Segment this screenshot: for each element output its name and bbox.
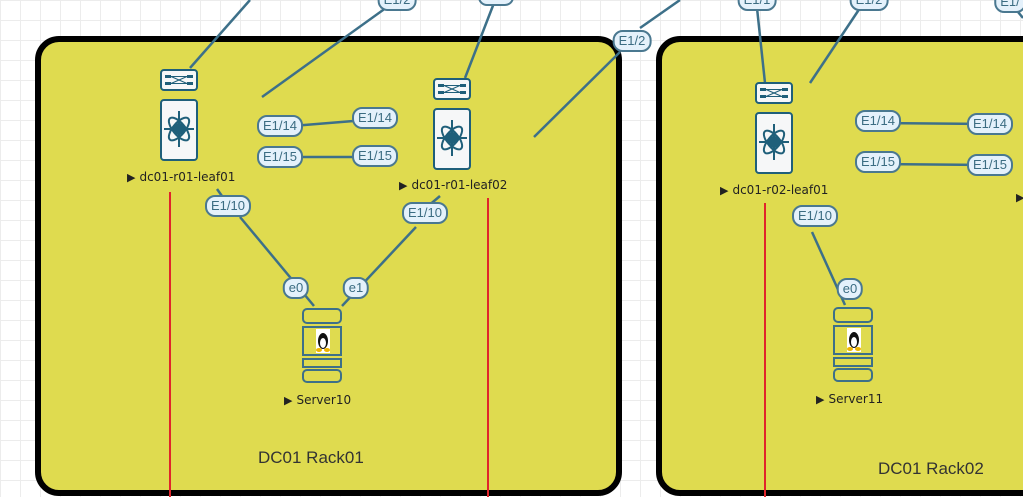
port-label[interactable]: E1/10 — [792, 205, 838, 227]
node-label-leaf03[interactable]: ▶dc01-r02-leaf01 — [720, 183, 829, 197]
nexus-switch-icon — [160, 99, 198, 161]
port-label[interactable]: e0 — [836, 278, 864, 300]
port-label[interactable]: e1 — [342, 277, 370, 299]
port-label[interactable]: E1/2 — [849, 0, 889, 11]
port-label[interactable]: E1/14 — [855, 110, 901, 132]
node-label-server10[interactable]: ▶Server10 — [284, 393, 352, 407]
port-label[interactable]: E1/14 — [967, 113, 1013, 135]
linux-tux-icon — [316, 329, 330, 353]
port-label[interactable]: E1/15 — [257, 146, 303, 168]
vlan-line — [169, 192, 171, 497]
expand-triangle-icon[interactable]: ▶ — [816, 393, 825, 406]
linux-tux-icon — [847, 328, 861, 352]
port-label[interactable]: E1/15 — [855, 151, 901, 173]
node-label-leaf02[interactable]: ▶dc01-r01-leaf02 — [399, 178, 508, 192]
switch-module-icon — [160, 69, 198, 91]
port-label[interactable]: E1/1 — [737, 0, 777, 11]
expand-triangle-icon[interactable]: ▶ — [720, 184, 729, 197]
link — [755, 7, 767, 84]
server10-icon[interactable] — [301, 307, 343, 387]
rack-dc01-rack01[interactable] — [35, 36, 622, 496]
rack-label: DC01 Rack01 — [258, 448, 364, 467]
link — [1017, 11, 1023, 19]
switch-module-icon — [433, 78, 471, 100]
port-label[interactable]: E1/2 — [377, 0, 417, 11]
port-label[interactable]: E1/10 — [205, 195, 251, 217]
rack-dc01-rack02[interactable] — [656, 36, 1023, 496]
link — [189, 0, 251, 69]
port-label[interactable] — [478, 0, 514, 6]
expand-triangle-icon[interactable]: ▶ — [127, 171, 136, 184]
port-label[interactable]: E1/15 — [967, 154, 1013, 176]
vlan-line — [764, 203, 766, 497]
port-label[interactable]: E1/14 — [352, 107, 398, 129]
link — [261, 3, 391, 99]
port-label[interactable]: E1/15 — [352, 145, 398, 167]
expand-triangle-icon[interactable]: ▶ — [1016, 191, 1023, 204]
expand-triangle-icon[interactable]: ▶ — [284, 394, 293, 407]
nexus-switch-icon — [433, 108, 471, 170]
port-label[interactable]: e0 — [282, 277, 310, 299]
node-label-leaf01[interactable]: ▶dc01-r01-leaf01 — [127, 170, 236, 184]
link — [639, 0, 681, 30]
link — [808, 7, 862, 84]
link — [463, 2, 496, 79]
port-label[interactable]: E1/2 — [612, 30, 652, 52]
expand-triangle-icon[interactable]: ▶ — [399, 179, 408, 192]
switch-module-icon — [755, 82, 793, 104]
vlan-line — [487, 198, 489, 497]
server11-icon[interactable] — [832, 306, 874, 386]
port-label[interactable]: E1/14 — [257, 115, 303, 137]
nexus-switch-icon — [755, 112, 793, 174]
node-label-server11[interactable]: ▶Server11 — [816, 392, 884, 406]
link — [533, 51, 621, 138]
rack-label: DC01 Rack02 — [878, 459, 984, 478]
port-label[interactable]: E1/ — [994, 0, 1023, 13]
port-label[interactable]: E1/10 — [402, 202, 448, 224]
